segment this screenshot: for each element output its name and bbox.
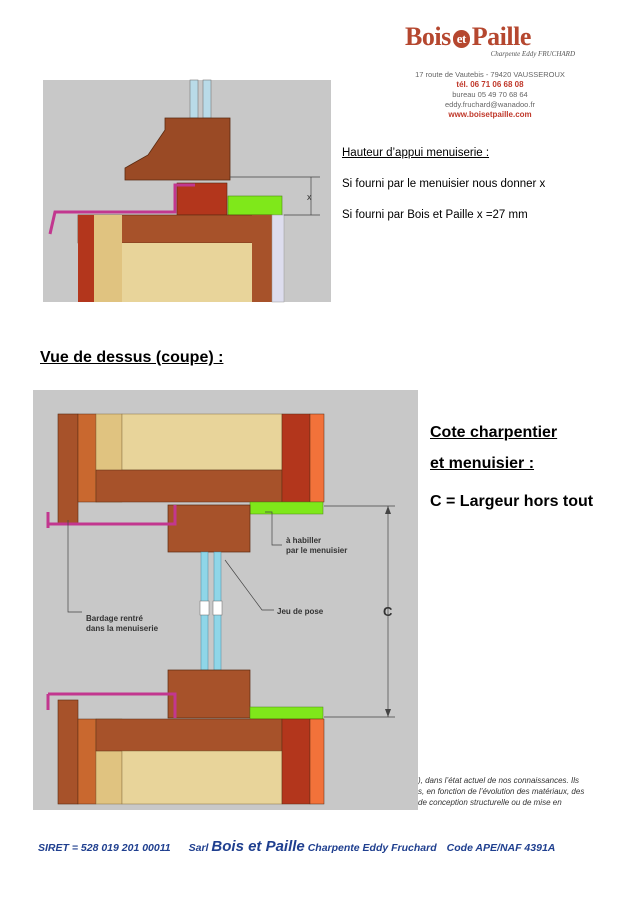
cladding — [78, 215, 94, 302]
leader-habiller — [265, 511, 282, 546]
inner-finish-bottom — [309, 718, 325, 805]
sill-line-2: Si fourni par Bois et Paille x =27 mm — [342, 209, 528, 221]
footer: SIRET = 528 019 201 00011 Sarl Bois et Pa… — [38, 838, 555, 855]
footer-sarl: Sarl — [188, 842, 209, 854]
inner-post-top — [281, 413, 311, 503]
disclaimer-line: de conception structurelle ou de mise en — [418, 798, 562, 807]
inner-post — [252, 215, 272, 302]
frame-top — [167, 504, 251, 553]
email: eddy.fruchard@wanadoo.fr — [444, 100, 536, 109]
label-bardage-2: dans la menuiserie — [86, 624, 159, 633]
inner-post-bottom — [281, 718, 311, 805]
batten-top — [77, 413, 97, 503]
office-phone: bureau 05 49 70 68 64 — [452, 90, 528, 99]
website: www.boisetpaille.com — [448, 110, 532, 119]
sill-line-1: Si fourni par le menuisier nous donner x — [342, 178, 546, 190]
glass-spacer — [212, 600, 223, 616]
straw-bottom — [121, 750, 283, 805]
osb-panel — [94, 215, 122, 302]
straw-top — [121, 413, 283, 471]
cote-heading-1: Cote charpentier — [430, 424, 558, 441]
footer-siret: SIRET = 528 019 201 00011 — [38, 842, 171, 854]
dim-arrow — [385, 709, 391, 717]
dim-arrow — [385, 506, 391, 514]
disclaimer-line: ), dans l’état actuel de nos connaissanc… — [418, 776, 579, 785]
green-pad-top — [249, 501, 324, 515]
label-bardage-1: Bardage rentré — [86, 614, 143, 623]
frame-bottom — [167, 669, 251, 719]
window-sill-profile — [124, 117, 231, 181]
cote-heading-2: et menuisier : — [430, 455, 535, 472]
dim-c-label: C — [383, 604, 393, 619]
contact-block: 17 route de Vautebis - 79420 VAUSSEROUX … — [415, 70, 565, 120]
disclaimer: ), dans l’état actuel de nos connaissanc… — [418, 775, 633, 808]
width-formula: C = Largeur hors tout — [430, 493, 594, 510]
dim-x-label: x — [307, 192, 312, 202]
beam-top — [95, 469, 283, 503]
glass-spacer — [199, 600, 210, 616]
label-habiller-2: par le menuisier — [286, 546, 347, 555]
leader-jeu — [224, 559, 274, 611]
cladding-bottom — [57, 699, 79, 805]
label-habiller-1: à habiller — [286, 536, 321, 545]
sill-height-title: Hauteur d’appui menuiserie : — [342, 147, 490, 159]
phone: tél. 06 71 06 68 08 — [456, 80, 524, 89]
green-pad-bottom — [249, 706, 324, 720]
disclaimer-line: s, en fonction de l’évolution des matéri… — [418, 787, 585, 796]
batten-bottom — [77, 718, 97, 805]
footer-company: Charpente Eddy Fruchard — [307, 842, 437, 854]
label-jeu: Jeu de pose — [277, 607, 324, 616]
straw-infill — [122, 243, 252, 302]
flashing-bottom — [46, 692, 177, 718]
inner-finish-top — [309, 413, 325, 503]
flashing-top — [46, 505, 177, 528]
cladding-top — [57, 413, 79, 525]
footer-brand: Bois et Paille — [211, 838, 305, 855]
logo-subtitle: Charpente Eddy FRUCHARD — [490, 50, 575, 58]
beam-bottom — [95, 718, 283, 752]
leader-bardage — [67, 520, 82, 613]
footer-code: Code APE/NAF 4391A — [446, 842, 556, 854]
flashing — [48, 183, 195, 235]
address: 17 route de Vautebis - 79420 VAUSSEROUX — [415, 70, 565, 79]
section-title: Vue de dessus (coupe) : — [40, 349, 224, 366]
inner-lining — [271, 214, 285, 303]
